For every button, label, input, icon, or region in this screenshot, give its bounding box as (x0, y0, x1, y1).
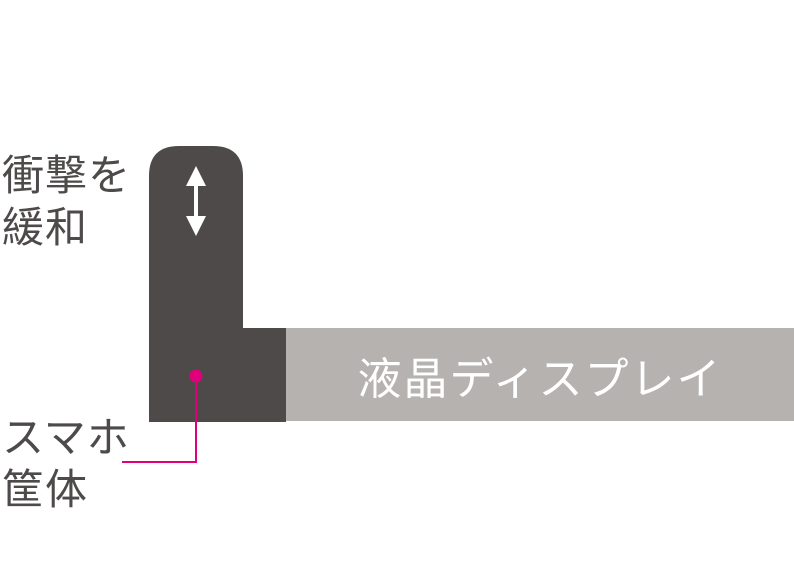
lcd-display-bar: 液晶ディスプレイ (286, 328, 794, 421)
shock-label-line2: 緩和 (2, 203, 89, 252)
case-label-line1: スマホ (2, 413, 130, 462)
phone-case-body (149, 146, 286, 422)
lcd-display-label: 液晶ディスプレイ (357, 353, 723, 405)
shock-absorption-label: 衝撃を 緩和 (2, 150, 131, 254)
shock-label-line1: 衝撃を (2, 151, 132, 200)
phone-case-label: スマホ 筐体 (2, 412, 130, 516)
double-arrow-icon (186, 166, 206, 236)
phone-case-shape (149, 146, 286, 422)
case-label-line2: 筐体 (2, 465, 89, 514)
